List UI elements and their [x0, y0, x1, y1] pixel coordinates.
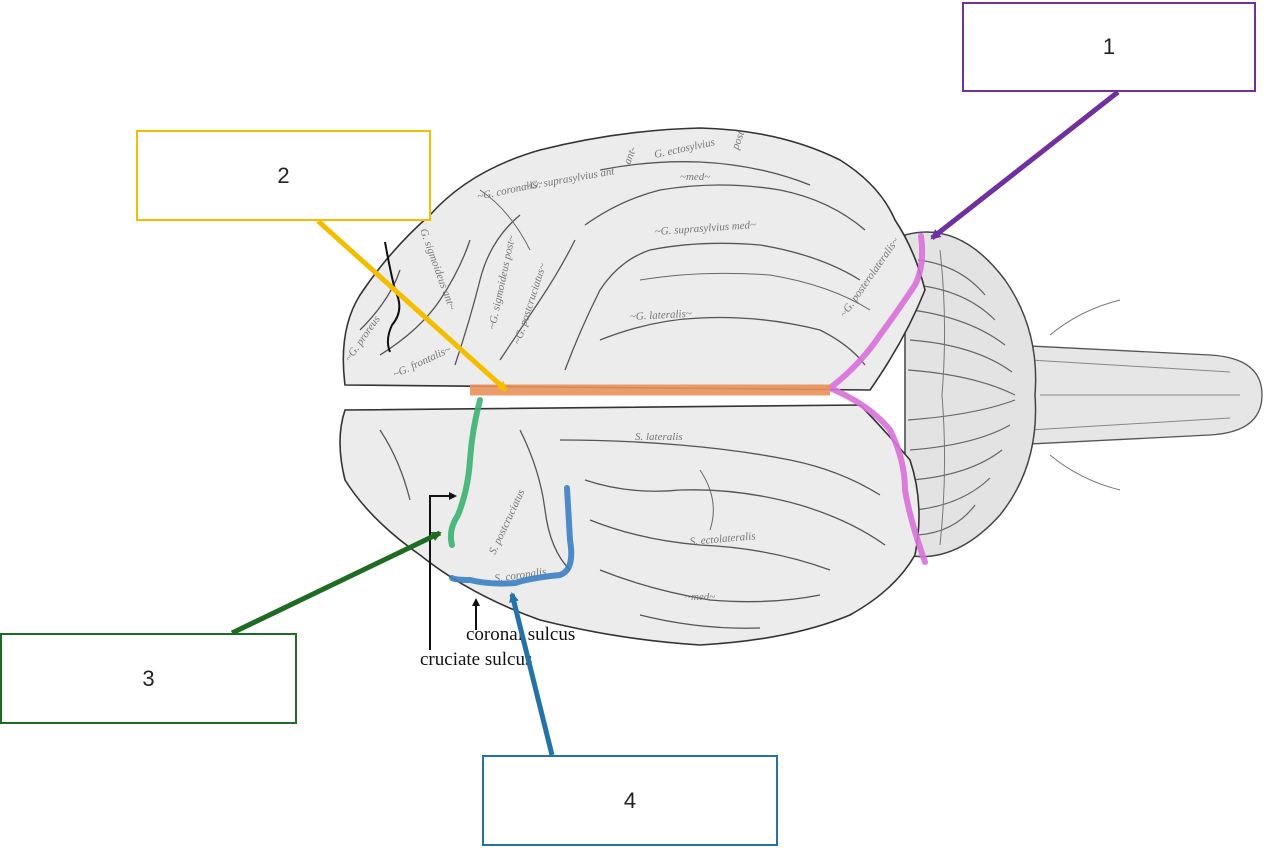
brainstem: [1010, 300, 1262, 490]
arrow-1: [932, 92, 1118, 238]
label-box-2[interactable]: 2: [136, 130, 431, 221]
cerebellum: [905, 232, 1036, 557]
gyrus-label: ~med~: [685, 591, 715, 603]
label-box-3[interactable]: 3: [0, 633, 297, 724]
gyrus-label: ~med~: [680, 171, 710, 183]
label-box-1[interactable]: 1: [962, 2, 1256, 92]
label-box-2-text: 2: [277, 163, 289, 189]
gyrus-label: S. lateralis: [635, 431, 683, 443]
label-box-4[interactable]: 4: [482, 755, 778, 846]
cruciate-sulcus-label: cruciate sulcus: [420, 649, 532, 670]
label-box-1-text: 1: [1103, 34, 1115, 60]
label-box-3-text: 3: [142, 666, 154, 692]
arrow-3: [232, 533, 440, 633]
lower-hemisphere: [340, 405, 919, 645]
label-box-4-text: 4: [624, 788, 636, 814]
